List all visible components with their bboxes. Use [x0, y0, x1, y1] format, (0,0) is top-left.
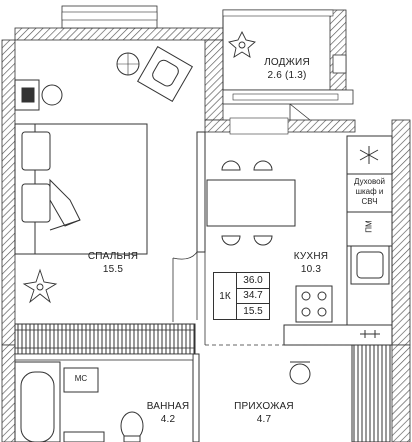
dining-table: [206, 160, 296, 246]
room-bedroom-name: СПАЛЬНЯ: [87, 251, 139, 262]
area-value-2: 34.7: [237, 288, 269, 304]
sink-bath: [63, 431, 105, 442]
plant-bedroom-icon: [22, 268, 58, 304]
room-bathroom-area: 4.2: [160, 414, 176, 425]
room-hallway-area: 4.7: [256, 414, 272, 425]
walls: [1, 5, 411, 442]
room-kitchen-area: 10.3: [300, 264, 322, 275]
washer-label: МС: [74, 374, 88, 383]
room-loggia-area: 2.6 (1.3): [267, 70, 307, 81]
toilet: [120, 411, 144, 442]
room-kitchen-name: КУХНЯ: [293, 251, 329, 262]
oven-label-line-1: Духовой: [353, 177, 386, 186]
plant-loggia-icon: [228, 30, 256, 58]
total-area: 36.0: [237, 273, 269, 289]
dishwasher-label: ПМ: [364, 220, 374, 233]
bed: [14, 123, 148, 255]
bathtub: [14, 361, 61, 442]
kitchen-counter: [295, 135, 393, 326]
doors: [172, 54, 392, 346]
oven-label-line-2: шкаф и: [355, 187, 384, 196]
room-loggia: ЛОДЖИЯ 2.6 (1.3): [252, 56, 322, 82]
room-loggia-name: ЛОДЖИЯ: [264, 57, 310, 68]
washing-machine: [63, 367, 99, 393]
room-bedroom-area: 15.5: [102, 264, 124, 275]
oven-label-line-3: СВЧ: [361, 197, 378, 206]
room-hallway-name: ПРИХОЖАЯ: [234, 401, 294, 412]
apartment-type: 1К: [214, 273, 237, 319]
area-summary-table: 1К 36.0 34.7 15.5: [213, 272, 270, 320]
oven-label: Духовой шкаф и СВЧ: [347, 177, 392, 207]
nightstand: [14, 79, 63, 111]
hall-items: [289, 330, 380, 385]
room-bathroom: ВАННАЯ 4.2: [138, 400, 198, 426]
room-hallway: ПРИХОЖАЯ 4.7: [224, 400, 304, 426]
room-kitchen: КУХНЯ 10.3: [276, 250, 346, 276]
room-bathroom-name: ВАННАЯ: [146, 401, 190, 412]
desk-chair: [116, 45, 194, 103]
area-value-3: 15.5: [243, 306, 263, 317]
room-bedroom: СПАЛЬНЯ 15.5: [78, 250, 148, 276]
